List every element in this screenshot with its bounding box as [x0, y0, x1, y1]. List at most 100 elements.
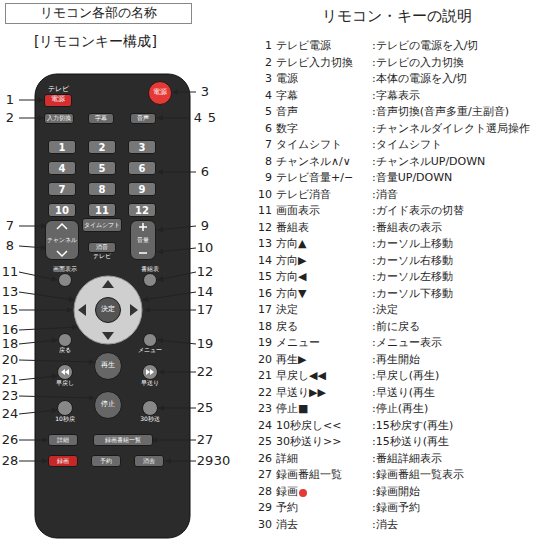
callout-number: 27: [197, 433, 214, 448]
key-name: 再生▶: [276, 354, 306, 367]
key-number: 19: [250, 337, 272, 350]
button-label: 3: [139, 142, 146, 153]
callout-number: 22: [197, 365, 214, 380]
leader-arrow: [159, 408, 196, 409]
key-description: :カーソル下移動: [372, 288, 453, 301]
leader-arrow: [158, 118, 189, 119]
callout-number: 8: [6, 239, 14, 254]
key-number: 7: [250, 139, 272, 152]
arrow-up: [102, 280, 114, 288]
key-description: :カーソル左移動: [372, 271, 453, 284]
key-description: :カーソル右移動: [372, 255, 453, 268]
leader-arrow: [19, 327, 77, 330]
round-button: 停止: [94, 391, 122, 419]
key-description: :早戻し(再生): [372, 370, 439, 383]
callout-number: 10: [197, 241, 214, 256]
key-number: 6: [250, 123, 272, 136]
round-button: 早戻し: [57, 364, 73, 380]
key-button: 消去: [134, 455, 164, 467]
callout-number: 17: [197, 303, 214, 318]
button-label: 消音: [96, 244, 108, 251]
round-button: 早送り: [142, 364, 158, 380]
leader-lines: [19, 92, 196, 461]
key-description: :決定: [372, 304, 398, 317]
button-label: 録画: [57, 458, 69, 465]
round-button: 戻る: [58, 333, 72, 347]
button-label: タイムシフト: [84, 222, 120, 228]
key-button: 9: [128, 182, 156, 196]
key-number: 4: [250, 90, 272, 103]
round-button: 再生: [94, 352, 122, 380]
leader-arrow: [152, 440, 196, 441]
key-number: 2: [250, 57, 272, 70]
button-label: 8: [99, 184, 106, 195]
key-name: 早送り▶▶: [276, 387, 326, 400]
key-number: 11: [250, 205, 272, 218]
key-button: 7: [48, 182, 76, 196]
key-number: 23: [250, 403, 272, 416]
button-label: 番組表: [141, 266, 159, 273]
key-button: タイムシフト: [82, 218, 122, 232]
leader-arrow: [19, 246, 46, 248]
callout-number: 20: [2, 353, 19, 368]
key-description: :音量UP/DOWN: [372, 172, 452, 185]
remote-body: [35, 74, 190, 538]
leader-arrow: [19, 396, 94, 398]
leader-arrow: [19, 376, 57, 380]
button-label: 10秒戻: [55, 416, 75, 423]
key-number: 27: [250, 469, 272, 482]
leader-arrow: [145, 310, 196, 311]
key-name: 方向▶: [276, 255, 306, 268]
leader-arrow: [19, 440, 47, 441]
key-description: :前に戻る: [372, 321, 420, 334]
key-number: 28: [250, 486, 272, 499]
leader-arrow: [19, 292, 74, 300]
key-number: 10: [250, 189, 272, 202]
button-symbol: [142, 364, 158, 380]
leader-arrow: [19, 226, 46, 227]
leader-arrow: [19, 310, 72, 311]
key-description: :再生開始: [372, 354, 420, 367]
key-button: 録画: [48, 455, 78, 467]
callout-number: 12: [197, 265, 214, 280]
key-description: :番組詳細表示: [372, 453, 442, 466]
direction-ring: [74, 276, 142, 344]
key-button: 字幕: [88, 113, 114, 124]
leader-arrow: [19, 100, 43, 101]
key-name: テレビ入力切換: [276, 57, 353, 70]
key-name: 30秒送り>>: [276, 436, 341, 449]
key-description: :字幕表示: [372, 90, 420, 103]
key-name: 方向◀: [276, 271, 306, 284]
button-label: 2: [99, 142, 106, 153]
leader-arrow: [158, 172, 196, 173]
key-description: :録画番組一覧表示: [372, 469, 464, 482]
leader-arrow: [158, 248, 196, 252]
key-number: 17: [250, 304, 272, 317]
key-name: チャンネル∧/∨: [276, 156, 351, 169]
key-name: 10秒戻し<<: [276, 420, 341, 433]
key-number: 5: [250, 106, 272, 119]
callout-number: 26: [2, 433, 19, 448]
callout-number: 16: [2, 323, 19, 338]
button-label: 7: [59, 184, 66, 195]
key-description: :録画予約: [372, 502, 420, 515]
round-button: 画面表示: [58, 273, 72, 287]
key-number: 1: [250, 40, 272, 53]
leader-arrow: [166, 461, 196, 462]
button-label: 画面表示: [53, 266, 77, 273]
key-description: :消音: [372, 189, 398, 202]
key-description: :タイムシフト: [372, 139, 442, 152]
button-label: 10: [55, 205, 69, 216]
round-button: 10秒戻: [57, 400, 73, 416]
button-label: メニュー: [138, 347, 162, 354]
key-name: テレビ音量+/−: [276, 172, 353, 185]
button-label: チャンネル: [47, 237, 77, 244]
key-name: 録画: [276, 486, 298, 499]
key-description: :本体の電源を入/切: [372, 73, 467, 86]
key-description: :15秒送り(再生: [372, 436, 449, 449]
leader-arrow: [158, 340, 196, 344]
key-description: :早送り(再生: [372, 387, 435, 400]
key-description: :カーソル上移動: [372, 238, 453, 251]
key-button: テレビ電源: [44, 94, 72, 107]
